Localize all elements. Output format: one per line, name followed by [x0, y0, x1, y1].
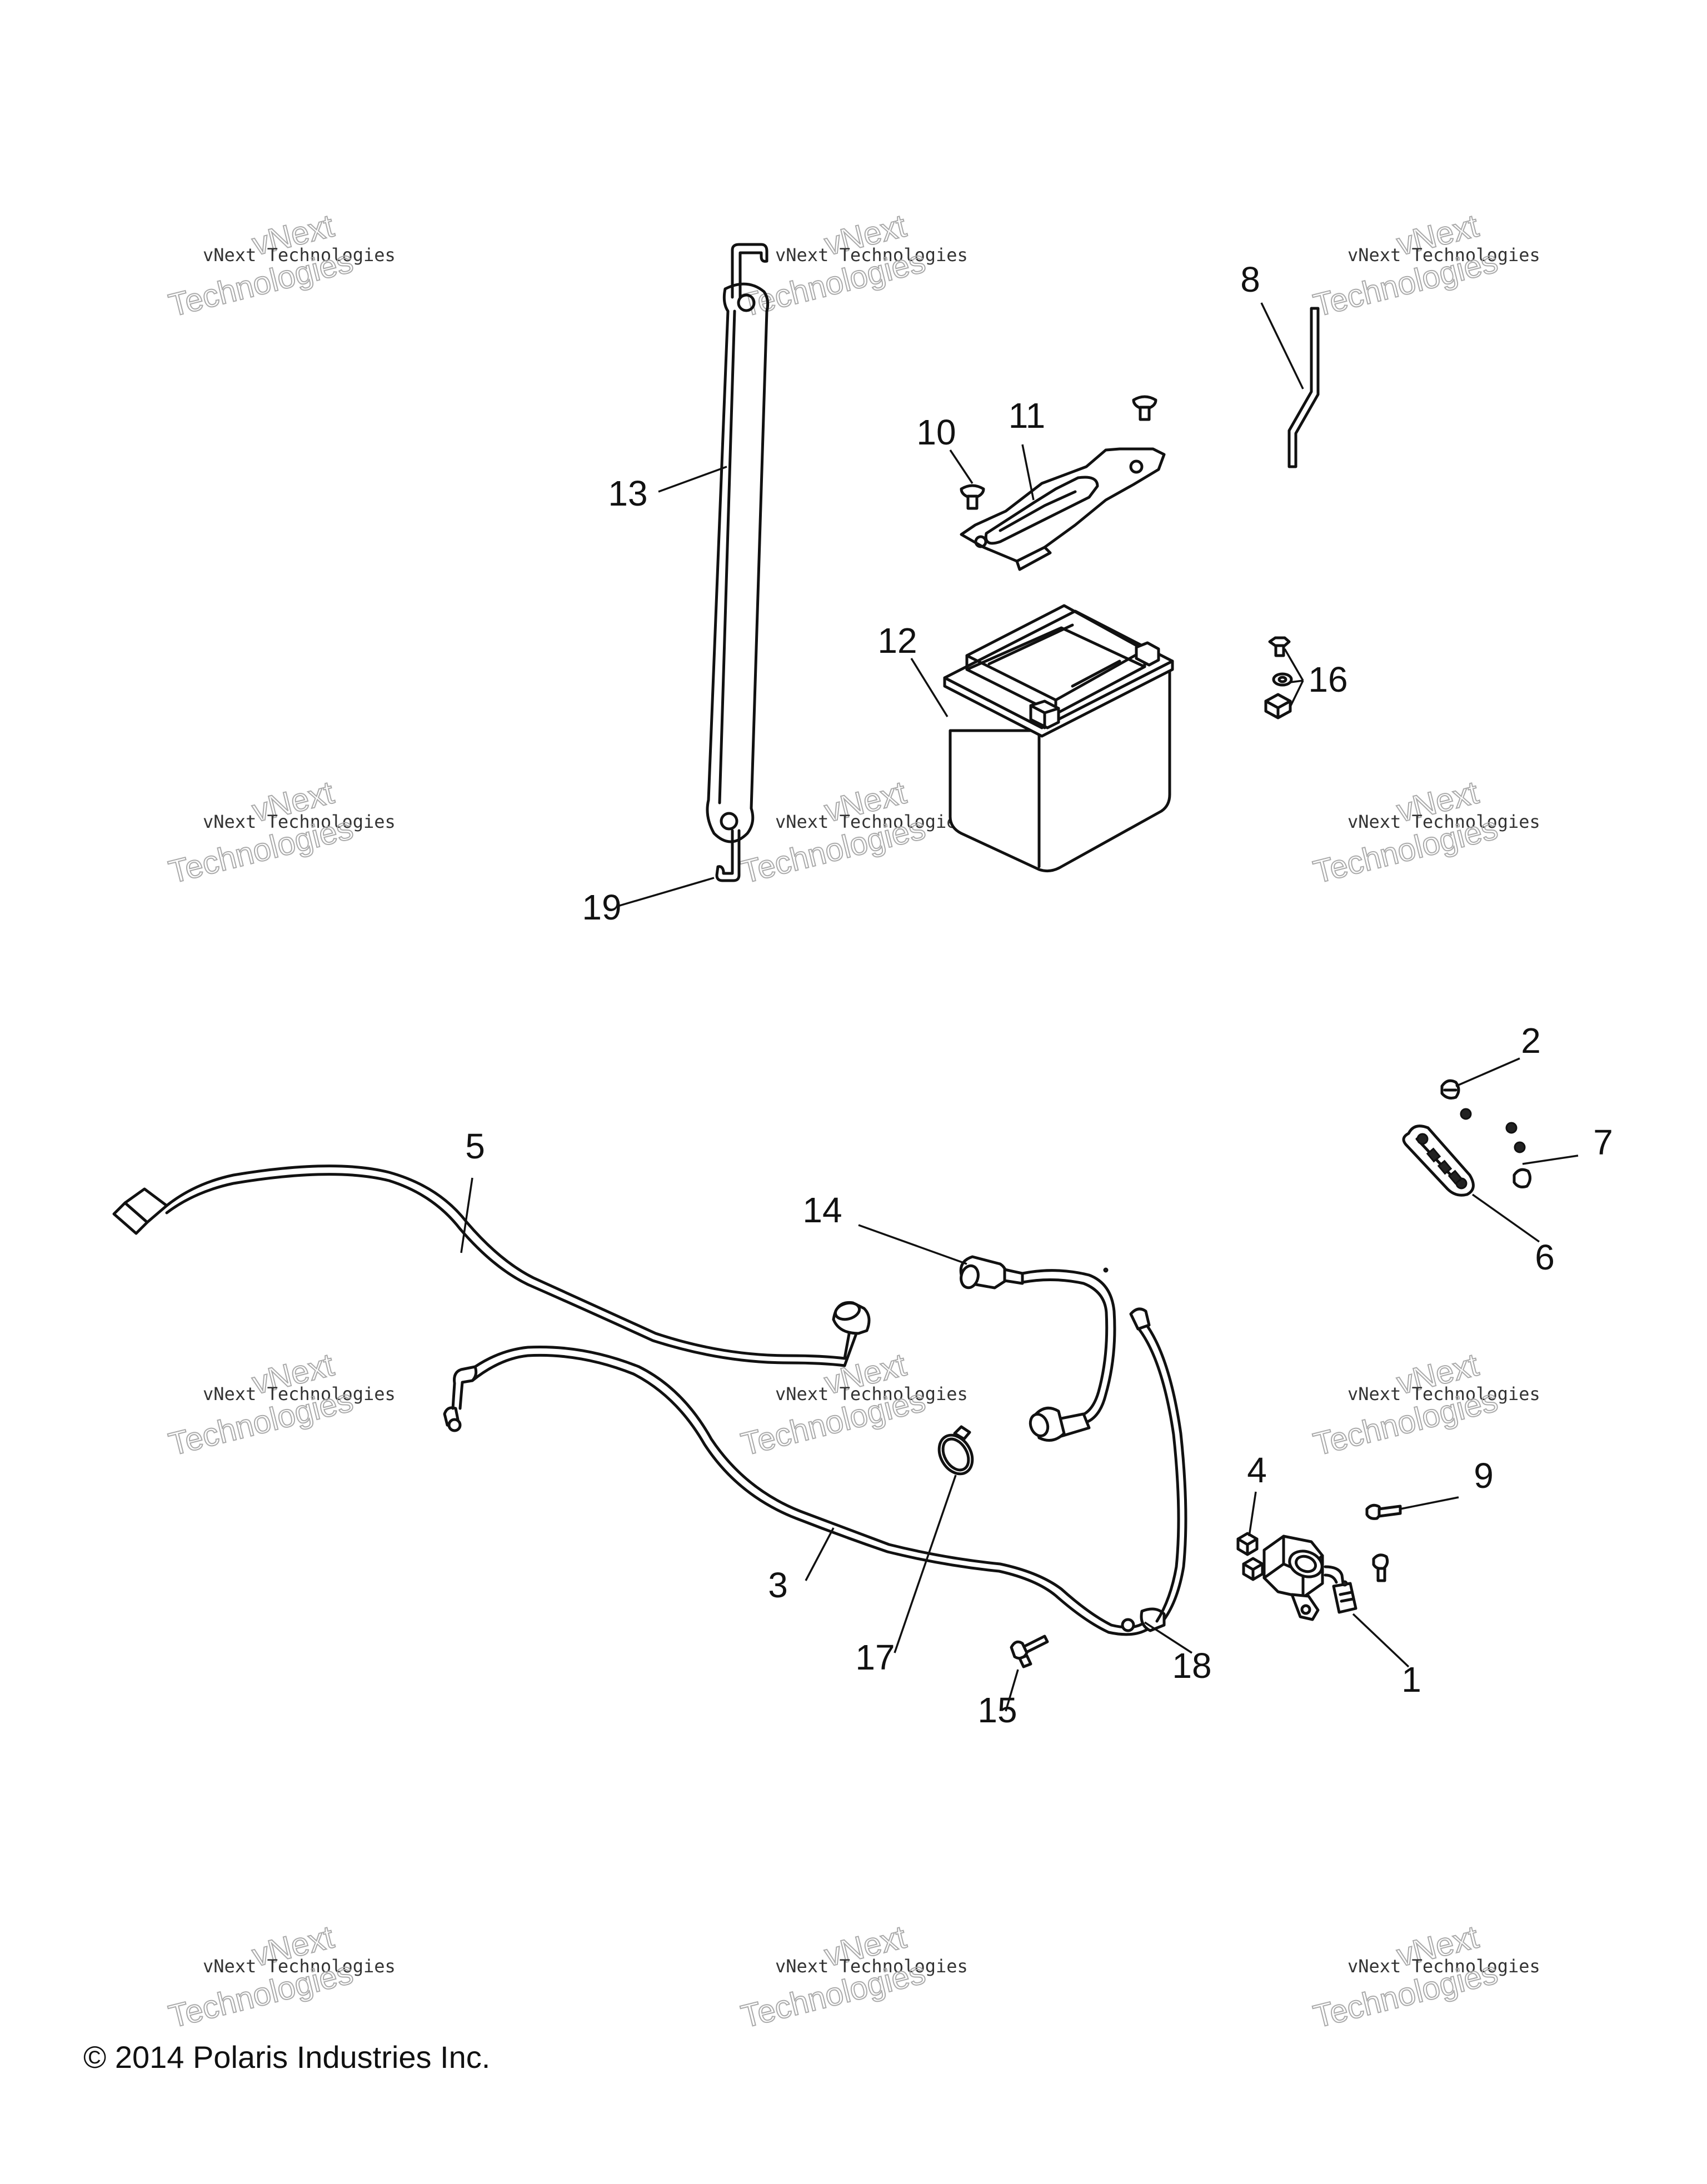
leader-3 [805, 1527, 835, 1581]
svg-text:vNext Technologies: vNext Technologies [775, 811, 968, 832]
fastener-set-part-16 [1264, 636, 1293, 719]
watermark: vNext vNext Technologies Technologies [737, 1918, 968, 2036]
callout-14: 14 [802, 1190, 842, 1230]
svg-text:vNext Technologies: vNext Technologies [1347, 1383, 1540, 1405]
watermark: vNext vNext Technologies Technologies [164, 207, 396, 324]
leader-10 [949, 449, 974, 484]
watermark: vNext vNext Technologies Technologies [1309, 774, 1540, 891]
watermark: vNext vNext Technologies Technologies [1309, 207, 1540, 324]
callout-8: 8 [1240, 259, 1260, 299]
callout-3: 3 [768, 1565, 788, 1605]
copyright-notice: © 2014 Polaris Industries Inc. [83, 2040, 491, 2075]
watermark: vNext vNext Technologies Technologies [737, 774, 967, 891]
leader-2 [1455, 1057, 1520, 1087]
leader-16 [1284, 648, 1304, 707]
svg-text:vNext Technologies: vNext Technologies [1347, 811, 1540, 832]
callout-11: 11 [1009, 396, 1045, 436]
terminal-block-part-6 [1402, 1125, 1475, 1197]
battery-hold-down [960, 447, 1166, 571]
watermark: vNext vNext Technologies Technologies [737, 207, 968, 324]
bolt-part-15 [1010, 1635, 1049, 1668]
callout-17: 17 [855, 1637, 895, 1677]
callout-2: 2 [1521, 1021, 1541, 1061]
screw-part-10 [960, 484, 985, 510]
svg-text:vNext Technologies: vNext Technologies [203, 811, 396, 832]
battery [943, 604, 1174, 873]
clamp-part-17 [937, 1425, 974, 1476]
callout-9: 9 [1474, 1456, 1494, 1496]
watermark: vNext vNext Technologies Technologies [164, 774, 396, 891]
watermark: vNext vNext Technologies Technologies [164, 1346, 396, 1463]
leader-lines [460, 302, 1579, 1712]
watermark: vNext vNext Technologies Technologies [164, 1918, 396, 2036]
reference-dot [1103, 1267, 1109, 1273]
callout-19: 19 [582, 887, 621, 927]
leader-19 [619, 877, 715, 907]
cable-part-3 [443, 1307, 1187, 1636]
leader-14 [858, 1224, 967, 1265]
leader-7 [1522, 1155, 1579, 1165]
callout-12: 12 [877, 621, 917, 661]
leader-17 [894, 1475, 957, 1653]
washers-part-7 [1460, 1108, 1531, 1188]
screws-part-9 [1365, 1503, 1402, 1582]
watermarks: vNext vNext Technologies Technologies vN… [164, 207, 1540, 2036]
svg-text:vNext Technologies: vNext Technologies [775, 244, 968, 266]
relay-part-1 [1262, 1535, 1357, 1621]
leader-5 [460, 1177, 473, 1253]
leader-18 [1144, 1621, 1192, 1654]
watermark: vNext vNext Technologies Technologies [1309, 1346, 1540, 1463]
callout-6: 6 [1535, 1237, 1555, 1277]
callout-10: 10 [916, 412, 956, 452]
nut-part-2 [1440, 1079, 1460, 1100]
leader-15 [1005, 1669, 1019, 1712]
leader-1 [1352, 1613, 1410, 1668]
cable-part-5 [112, 1165, 871, 1367]
svg-text:vNext Technologies: vNext Technologies [203, 244, 396, 266]
bracket-part-8 [1287, 307, 1320, 468]
callout-5: 5 [465, 1126, 485, 1166]
callout-4: 4 [1247, 1450, 1267, 1490]
svg-text:vNext Technologies: vNext Technologies [775, 1956, 968, 1977]
leader-12 [910, 658, 949, 717]
leader-8 [1260, 302, 1304, 389]
svg-text:vNext Technologies: vNext Technologies [775, 1383, 968, 1405]
callout-1: 1 [1401, 1660, 1421, 1700]
callouts: 13 19 10 11 12 8 16 2 7 6 5 14 3 17 18 1… [465, 259, 1613, 1730]
svg-text:vNext Technologies: vNext Technologies [1347, 244, 1540, 266]
callout-15: 15 [977, 1690, 1017, 1730]
svg-text:vNext Technologies: vNext Technologies [203, 1383, 396, 1405]
screw-part-10-second [1132, 395, 1157, 421]
svg-text:vNext Technologies: vNext Technologies [1347, 1956, 1540, 1977]
battery-strap [706, 243, 770, 882]
leader-6 [1471, 1193, 1540, 1243]
cable-part-14 [959, 1255, 1116, 1442]
nuts-part-4 [1236, 1532, 1264, 1581]
leader-9 [1400, 1496, 1459, 1510]
leader-11 [1021, 444, 1035, 501]
watermark: vNext vNext Technologies Technologies [1309, 1918, 1540, 2036]
callout-7: 7 [1593, 1122, 1613, 1162]
leader-13 [658, 466, 727, 493]
svg-text:vNext Technologies: vNext Technologies [203, 1956, 396, 1977]
watermark: vNext vNext Technologies Technologies [737, 1346, 968, 1463]
callout-13: 13 [608, 473, 647, 513]
callout-16: 16 [1308, 659, 1347, 699]
callout-18: 18 [1172, 1646, 1211, 1686]
leader-4 [1248, 1491, 1257, 1537]
